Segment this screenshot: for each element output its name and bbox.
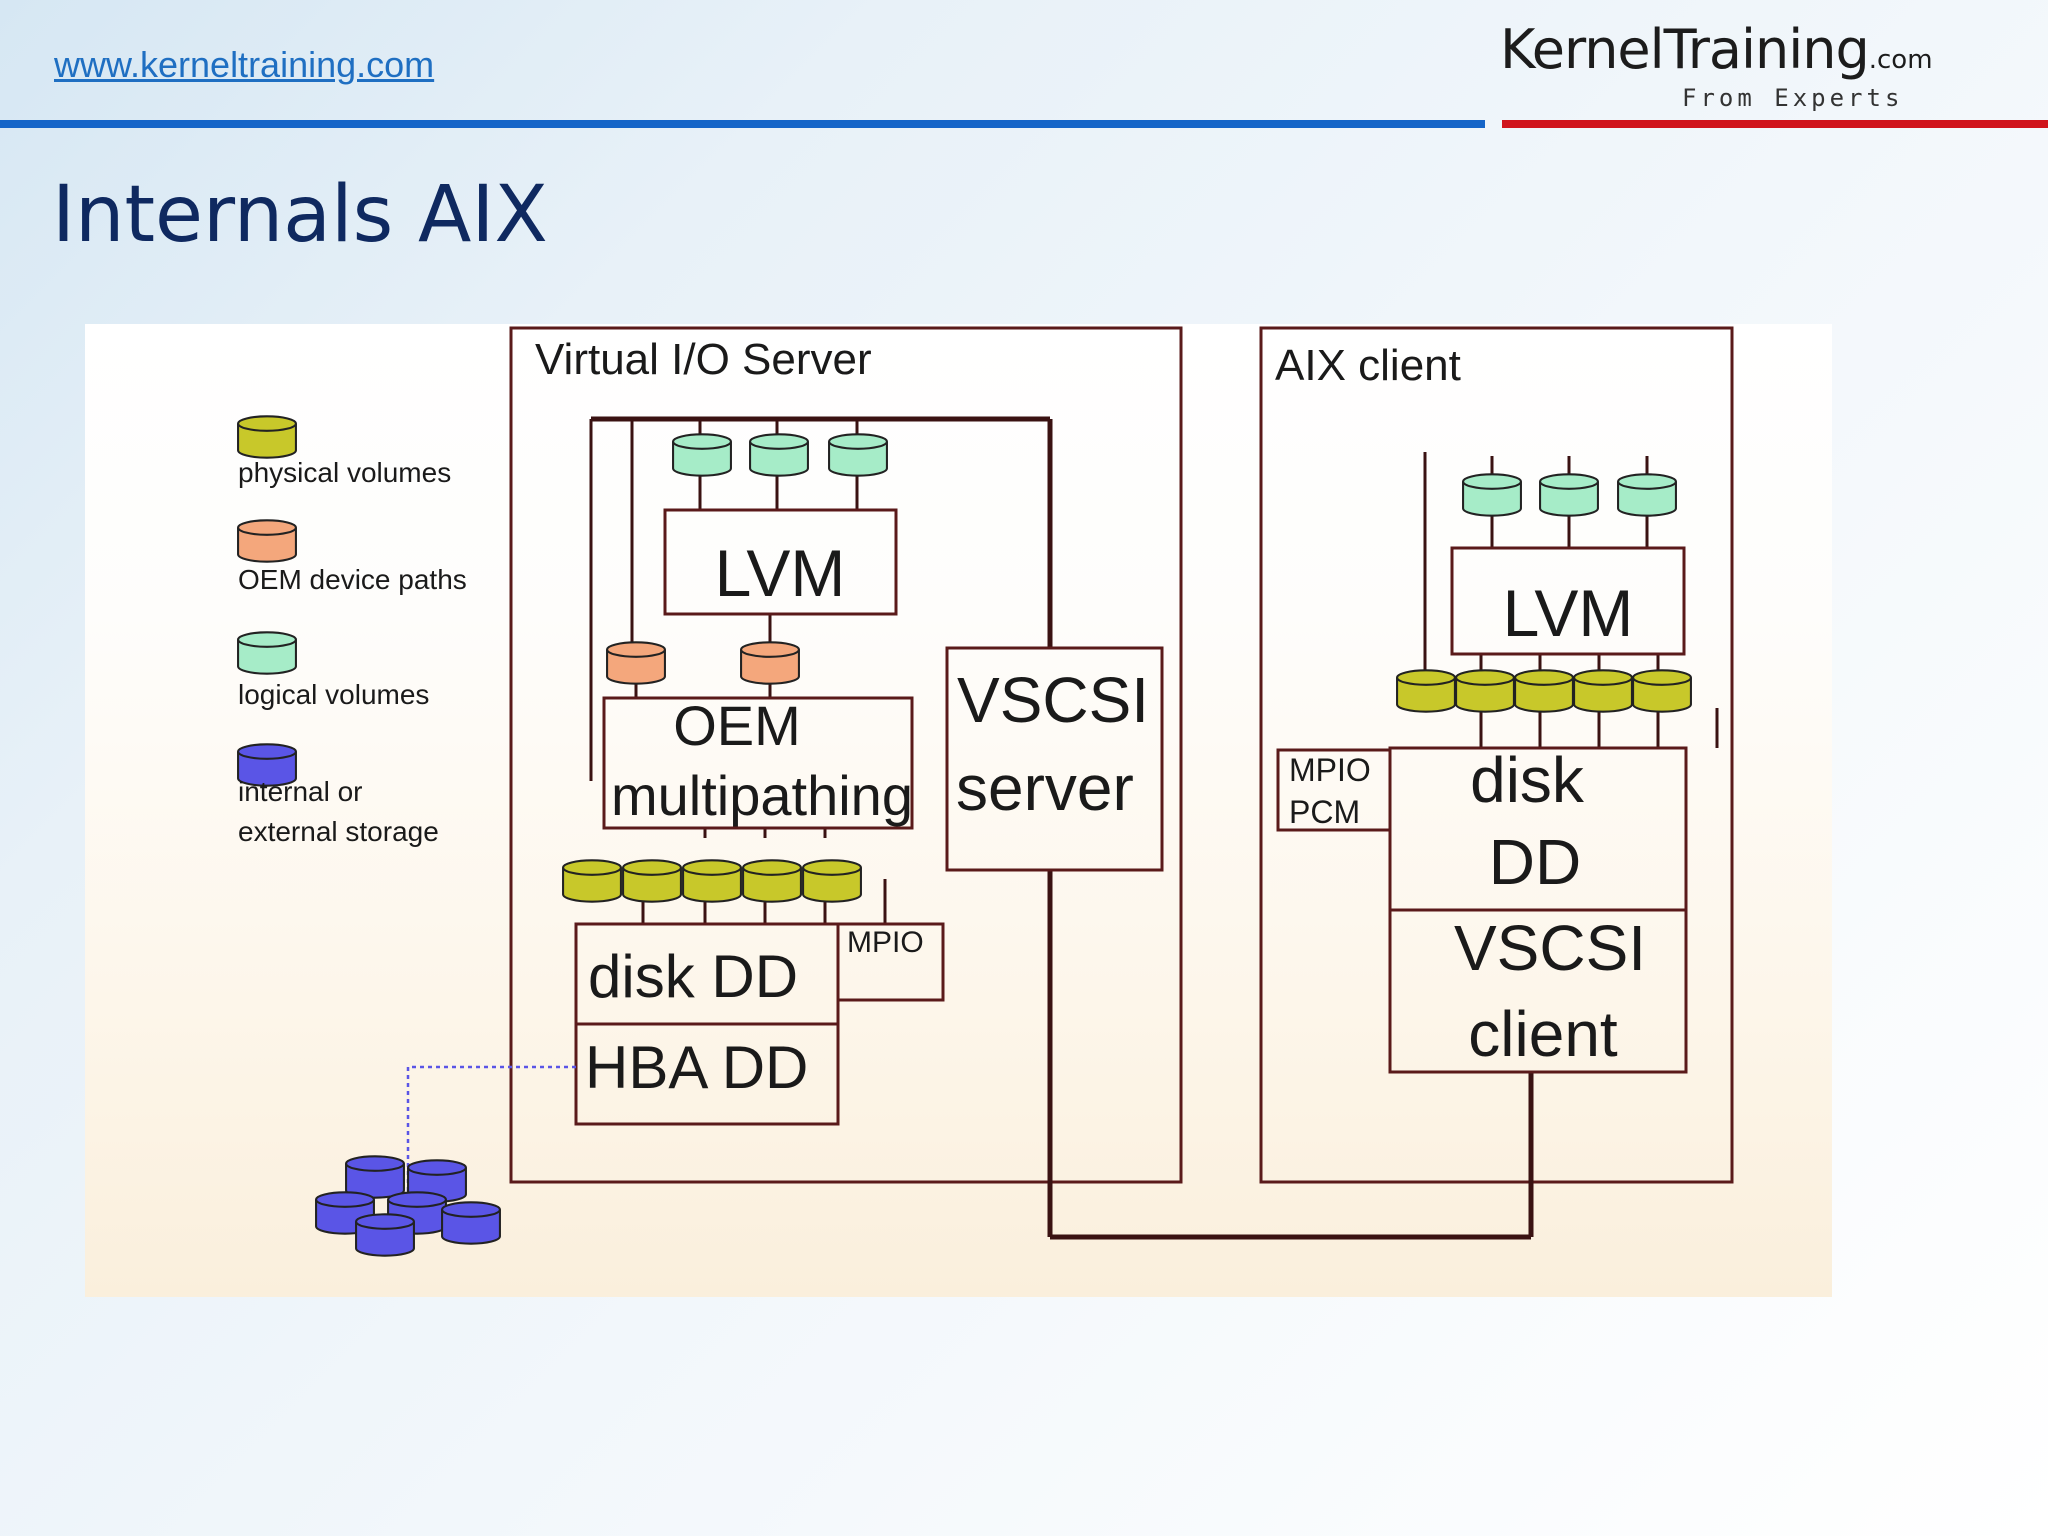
physical-volume-icon — [622, 859, 682, 903]
aix-client-frame — [1259, 326, 1734, 1184]
oem-path-icon — [606, 641, 666, 685]
aix-mpio-label: MPIO — [1289, 752, 1371, 788]
storage-array — [315, 1155, 501, 1257]
header-rule-blue — [0, 120, 1485, 128]
physical-volume-icon — [742, 859, 802, 903]
vscsi-client-label-2: client — [1468, 998, 1618, 1070]
oem-label: OEM — [673, 694, 801, 757]
oem-path-icon — [237, 519, 297, 563]
site-link[interactable]: www.kerneltraining.com — [54, 44, 435, 85]
aix-pcm-label: PCM — [1289, 794, 1360, 830]
vio-server-frame — [509, 326, 1183, 1184]
physical-volume-icon — [1396, 669, 1456, 713]
vscsi-client-label-1: VSCSI — [1454, 912, 1646, 984]
physical-volume-icon — [237, 415, 297, 459]
aix-title: AIX client — [1275, 341, 1461, 390]
vio-title: Virtual I/O Server — [535, 335, 872, 384]
diagram-panel: Virtual I/O Server AIX client physical v… — [85, 324, 1832, 1297]
legend-storage-label-2: external storage — [238, 816, 439, 847]
aix-lvm-box — [1450, 546, 1686, 656]
oem-multipathing-box — [602, 696, 914, 830]
architecture-diagram: Virtual I/O Server AIX client physical v… — [237, 326, 1734, 1257]
logo-suffix: .com — [1868, 45, 1933, 75]
aix-lvm-label: LVM — [1503, 576, 1634, 650]
logo-wordmark: KernelTraining.com — [1500, 18, 1933, 81]
vscsi-server-label-1: VSCSI — [957, 664, 1149, 736]
storage-icon — [441, 1201, 501, 1245]
kerneltraining-logo: KernelTraining.com From Experts — [1500, 18, 2030, 114]
logical-volume-icon — [828, 433, 888, 477]
logical-volume-icon — [1539, 473, 1599, 517]
legend-logical-label: logical volumes — [238, 679, 429, 710]
logical-volume-icon — [1462, 473, 1522, 517]
oem-path-icon — [740, 641, 800, 685]
logical-volume-icon — [1617, 473, 1677, 517]
aix-disk-label: disk — [1470, 744, 1585, 816]
vio-mpio-box — [836, 922, 945, 1002]
logical-volume-icon — [749, 433, 809, 477]
vio-mpio-label: MPIO — [847, 926, 924, 959]
slide-title: Internals AIX — [52, 170, 548, 260]
logical-volume-icon — [237, 631, 297, 675]
physical-volume-icon — [682, 859, 742, 903]
vscsi-server-label-2: server — [956, 752, 1134, 824]
physical-volume-icon — [1573, 669, 1633, 713]
physical-volume-icon — [1632, 669, 1692, 713]
hba-dd-label: HBA DD — [585, 1034, 808, 1101]
logo-tagline: From Experts — [1682, 84, 1904, 112]
legend-physical-label: physical volumes — [238, 457, 451, 488]
aix-dd-label: DD — [1489, 826, 1581, 898]
vio-lvm-box — [663, 508, 898, 616]
vscsi-server-box — [945, 646, 1164, 872]
vio-disk-dd-label: disk DD — [588, 943, 798, 1010]
storage-link — [406, 1065, 576, 1214]
legend-oem-label: OEM device paths — [238, 564, 467, 595]
vio-wiring — [589, 416, 1534, 1240]
legend-storage-label-1: internal or — [238, 776, 363, 807]
logical-volume-icon — [672, 433, 732, 477]
storage-icon — [355, 1213, 415, 1257]
logo-text: KernelTraining — [1500, 18, 1870, 81]
vio-lvm-label: LVM — [715, 536, 846, 610]
physical-volume-icon — [1514, 669, 1574, 713]
physical-volume-icon — [802, 859, 862, 903]
header-rule-red — [1502, 120, 2048, 128]
hba-dd-box — [574, 1022, 840, 1126]
storage-icon — [345, 1155, 405, 1199]
multipathing-label: multipathing — [611, 764, 913, 827]
physical-volume-icon — [562, 859, 622, 903]
aix-wiring — [1423, 452, 1719, 748]
legend: physical volumes OEM device paths logica… — [237, 415, 467, 847]
physical-volume-icon — [1455, 669, 1515, 713]
vscsi-client-box — [1388, 908, 1688, 1074]
